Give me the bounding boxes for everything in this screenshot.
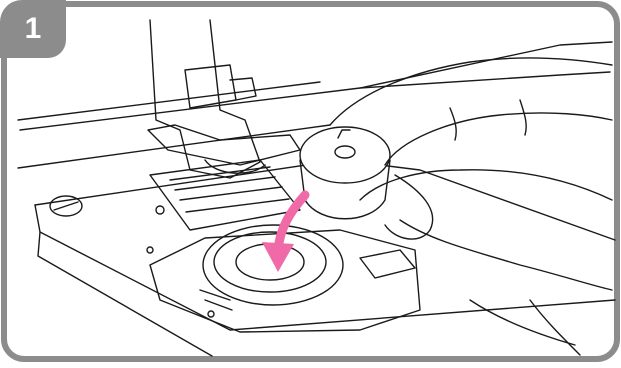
step-badge: 1 xyxy=(0,0,66,58)
bobbin-top xyxy=(300,127,390,183)
panel-border xyxy=(4,4,617,359)
step-number: 1 xyxy=(25,14,42,44)
